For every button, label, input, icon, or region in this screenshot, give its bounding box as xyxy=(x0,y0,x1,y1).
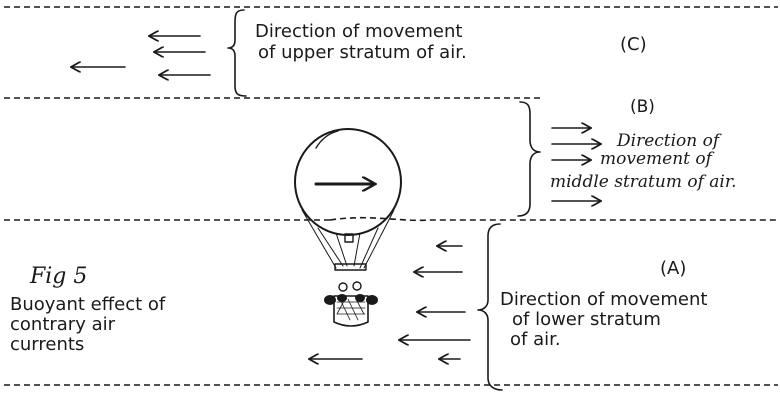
passenger-head xyxy=(352,281,362,291)
caption-line-3: currents xyxy=(10,334,84,355)
lower-stratum-text-line-3: of air. xyxy=(510,329,561,350)
balloon-basket xyxy=(333,295,369,327)
passenger-head xyxy=(338,282,348,292)
upper-stratum-arrows xyxy=(72,36,211,75)
middle-lower-boundary-curve xyxy=(329,216,778,222)
figure-label: Fig 5 xyxy=(29,264,87,289)
sandbag-icon xyxy=(324,295,336,305)
middle-stratum-arrows xyxy=(551,128,600,201)
upper-stratum-text-line-2: of upper stratum of air. xyxy=(258,42,467,63)
balloon-hoop xyxy=(334,263,367,271)
middle-stratum-text-line-2: movement of xyxy=(600,149,715,169)
middle-stratum-bracket xyxy=(517,101,541,217)
lower-stratum-arrows xyxy=(310,246,471,359)
balloon xyxy=(294,128,402,327)
lower-stratum-text-line-1: Direction of movement xyxy=(500,289,707,310)
caption-line-2: contrary air xyxy=(10,314,116,335)
balloon-rigging xyxy=(301,209,395,269)
middle-stratum-text-line-3: middle stratum of air. xyxy=(550,172,737,192)
sandbag-icon xyxy=(355,294,365,302)
balloon-envelope xyxy=(294,128,402,236)
middle-stratum-tag: (B) xyxy=(630,97,655,117)
lower-stratum-text-line-2: of lower stratum xyxy=(512,309,661,330)
sandbag-icon xyxy=(337,294,347,302)
lower-stratum-tag: (A) xyxy=(660,258,686,279)
basket-weave xyxy=(336,298,366,321)
balloon-valve xyxy=(344,233,354,243)
balloon-highlight xyxy=(315,130,339,149)
caption-line-1: Buoyant effect of xyxy=(10,294,166,315)
upper-stratum-text-line-1: Direction of movement xyxy=(255,21,462,42)
lower-stratum-bracket xyxy=(477,223,503,391)
sandbag-icon xyxy=(366,295,378,305)
middle-stratum-text-line-1: Direction of xyxy=(616,131,722,151)
upper-stratum-tag: (C) xyxy=(620,34,647,55)
upper-stratum-bracket xyxy=(227,9,247,97)
